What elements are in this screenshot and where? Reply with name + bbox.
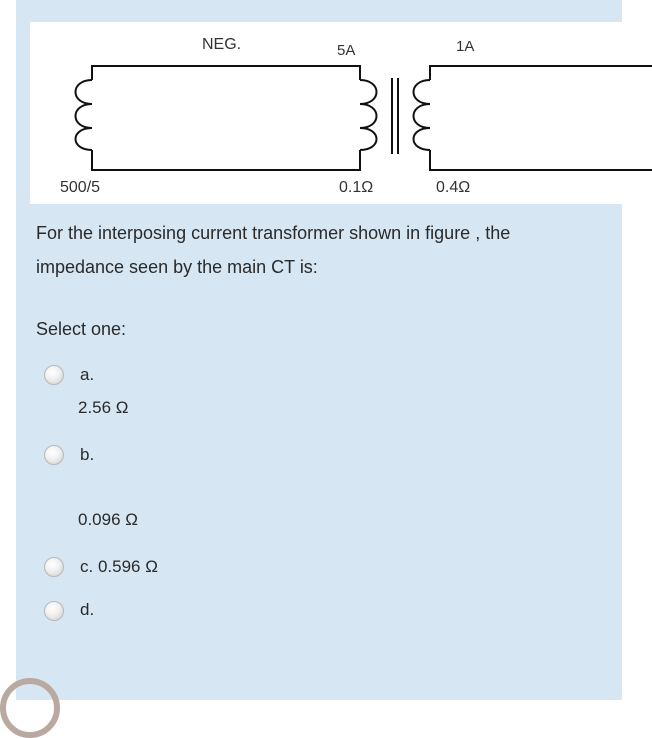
option-d-radio[interactable] — [44, 601, 64, 621]
label-ratio: 500/5 — [60, 179, 101, 196]
bottom-wire-right — [429, 150, 652, 171]
option-c-radio[interactable] — [44, 557, 64, 577]
option-c-label[interactable]: c. 0.596 Ω — [80, 557, 158, 576]
circuit-diagram — [74, 65, 652, 171]
label-r2: 0.4Ω — [436, 179, 471, 196]
label-1a: 1A — [456, 38, 475, 55]
label-5a: 5A — [337, 42, 356, 59]
label-neg: NEG. — [202, 36, 242, 53]
option-b-letter[interactable]: b. — [80, 445, 95, 464]
top-wire-right — [429, 65, 652, 80]
option-a-value[interactable]: 2.56 Ω — [78, 398, 129, 417]
label-r1: 0.1Ω — [339, 179, 374, 196]
top-wire-left — [91, 65, 361, 80]
option-a-letter[interactable]: a. — [80, 365, 95, 384]
left-coil — [74, 79, 93, 151]
option-d-letter[interactable]: d. — [80, 600, 95, 619]
ict-secondary-coil — [412, 79, 431, 151]
ict-primary-coil — [359, 79, 378, 151]
select-one-label: Select one: — [36, 319, 127, 339]
option-b-value[interactable]: 0.096 Ω — [78, 510, 138, 529]
option-b-radio[interactable] — [44, 445, 64, 465]
corner-avatar-edge — [0, 678, 60, 738]
question-text: For the interposing current transformer … — [36, 223, 511, 277]
option-a-radio[interactable] — [44, 365, 64, 385]
bottom-wire-left — [91, 150, 361, 171]
circuit-figure: NEG. 5A 1A 500/5 0.1Ω 0.4Ω — [30, 22, 652, 204]
